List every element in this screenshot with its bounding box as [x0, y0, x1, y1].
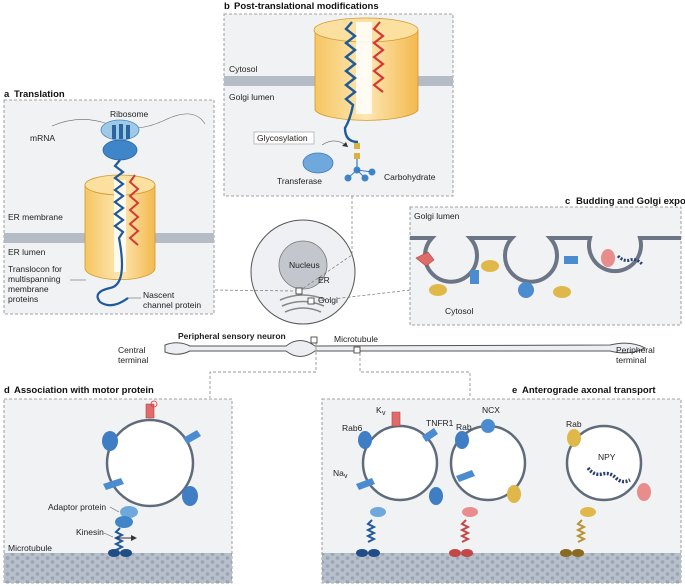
- panel-b: b Post-translational modifications Glyco…: [223, 1, 454, 197]
- panel-b-letter: b: [224, 1, 230, 12]
- er-lumen-label: ER lumen: [8, 247, 46, 257]
- rab6-label: Rab6: [342, 423, 363, 433]
- nucleus: [278, 240, 328, 290]
- central-terminal-label-1: Central: [118, 345, 146, 355]
- rab-label: Rab: [456, 422, 472, 432]
- neuron: Nucleus ER Golgi Peripheral sensory neur…: [118, 196, 655, 398]
- nascent-label-1: Nascent: [143, 290, 175, 300]
- npy-label: NPY: [598, 452, 616, 462]
- c-cytosol-label: Cytosol: [445, 306, 473, 316]
- nascent-chain-red: [128, 174, 140, 246]
- translocon-label-1: Translocon for: [8, 264, 62, 274]
- transferase-icon: [302, 152, 334, 174]
- chain-b-red: [372, 21, 385, 93]
- panel-e-letter: e: [512, 385, 517, 396]
- translocon-label-3: membrane: [8, 284, 49, 294]
- ribosome-label: Ribosome: [110, 109, 149, 119]
- d-microtubule-label: Microtubule: [8, 543, 52, 553]
- carbohydrate-label: Carbohydrate: [384, 172, 436, 182]
- panel-c: c Budding and Golgi export Golgi lumen C…: [409, 196, 685, 326]
- panel-e: e Anterograde axonal transport Rab6 K v: [321, 385, 682, 584]
- transferase-label: Transferase: [277, 176, 322, 186]
- panel-b-title: Post-translational modifications: [234, 1, 379, 12]
- panel-d-title: Association with motor protein: [14, 385, 154, 396]
- peripheral-terminal-label-2: terminal: [616, 355, 646, 365]
- neuron-label: Peripheral sensory neuron: [178, 331, 286, 341]
- glycosylation-label: Glycosylation: [257, 133, 308, 143]
- panel-a-letter: a: [4, 89, 10, 100]
- golgi-lumen-label: Golgi lumen: [229, 92, 275, 102]
- golgi-label: Golgi: [318, 295, 338, 305]
- tnfr1-label: TNFR1: [426, 418, 454, 428]
- d-rab-1: [102, 431, 118, 451]
- kv-subscript: v: [382, 410, 386, 417]
- ncx-label: NCX: [482, 405, 500, 415]
- nascent-label-2: channel protein: [143, 300, 201, 310]
- translocon-label-4: proteins: [8, 294, 38, 304]
- e-microtubule: [322, 553, 681, 583]
- kinesin-label: Kinesin: [76, 527, 104, 537]
- d-microtubule: [4, 553, 232, 583]
- golgi-buds: [410, 236, 681, 284]
- golgi-stack: [279, 294, 327, 313]
- rab-label-2: Rab: [566, 419, 582, 429]
- axon-microtubule-label: Microtubule: [334, 334, 378, 344]
- adaptor-label: Adaptor protein: [48, 502, 106, 512]
- er-membrane-label: ER membrane: [8, 212, 63, 222]
- panel-d-letter: d: [4, 385, 10, 396]
- er-label: ER: [318, 275, 330, 285]
- panel-c-letter: c: [565, 196, 570, 207]
- kv-label: K: [376, 405, 382, 415]
- cytosol-label: Cytosol: [229, 64, 257, 74]
- panel-e-title: Anterograde axonal transport: [522, 385, 656, 396]
- axon: [164, 340, 647, 357]
- nucleus-label: Nucleus: [289, 260, 320, 270]
- panel-a-title: Translation: [14, 89, 65, 100]
- panel-d: d Association with motor protein Adaptor…: [3, 385, 233, 584]
- ribosome-small: [102, 139, 138, 161]
- translocon-label-2: multispanning: [8, 274, 61, 284]
- nascent-chain: [96, 159, 129, 307]
- panel-c-box: [409, 206, 682, 326]
- mrna-label: mRNA: [30, 133, 55, 143]
- chain-b-blue: [343, 21, 359, 144]
- nav-subscript: v: [344, 473, 348, 480]
- d-rab-2: [182, 486, 198, 506]
- d-vesicle: [105, 418, 195, 508]
- central-terminal-label-2: terminal: [118, 355, 148, 365]
- panel-a: a Translation Ribosome mRNA ER membrane …: [3, 89, 215, 315]
- c-golgi-lumen-label: Golgi lumen: [414, 211, 460, 221]
- nav-label: Na: [333, 468, 344, 478]
- panel-c-title: Budding and Golgi export: [576, 196, 685, 207]
- peripheral-terminal-label-1: Peripheral: [616, 345, 655, 355]
